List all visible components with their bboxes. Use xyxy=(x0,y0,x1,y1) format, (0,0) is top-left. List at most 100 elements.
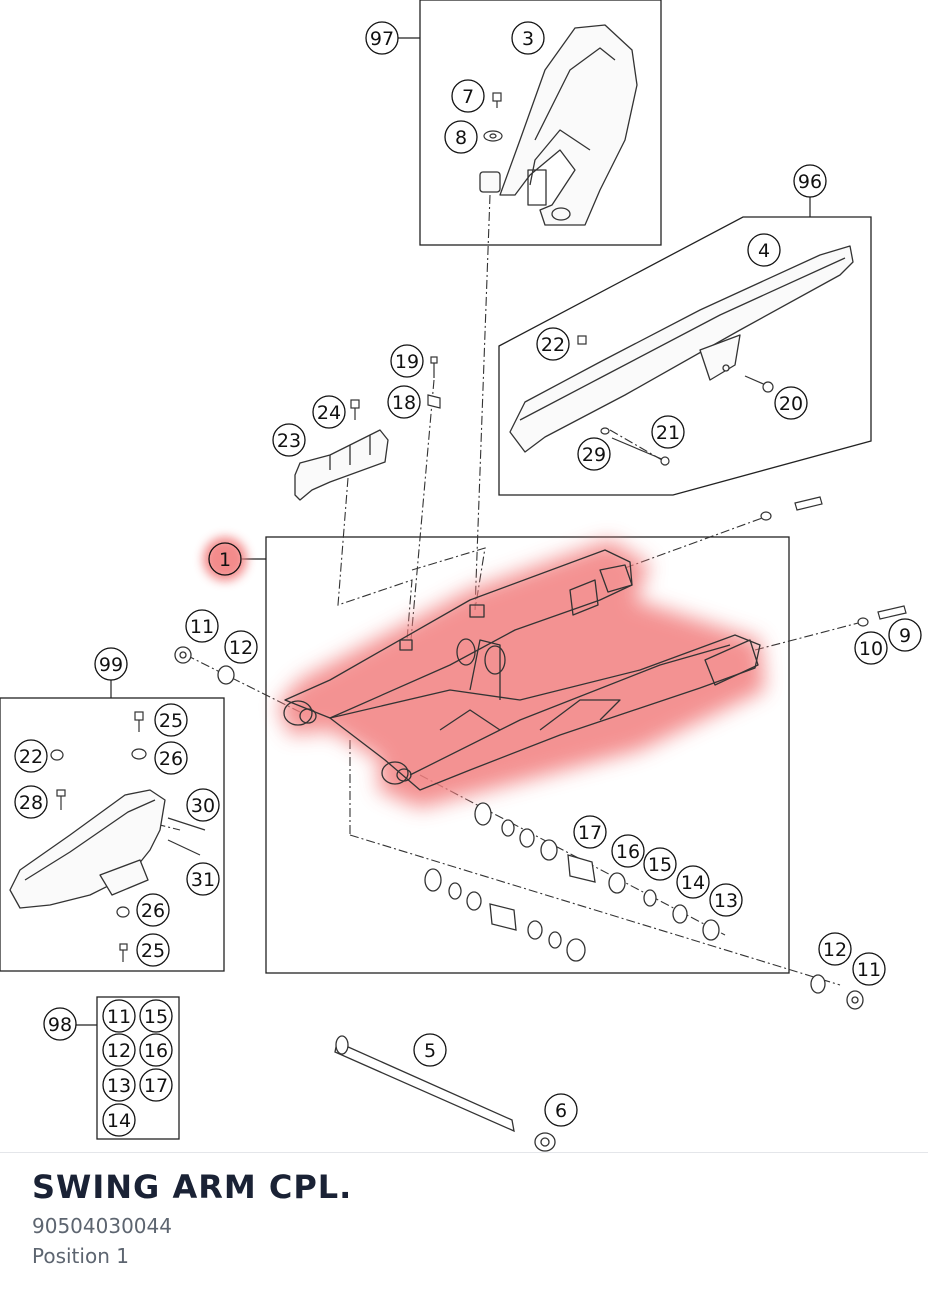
callout-label: 17 xyxy=(144,1075,168,1097)
callout-circle xyxy=(136,933,170,967)
callout-26[interactable]: 26 xyxy=(154,741,188,775)
callout-99[interactable]: 99 xyxy=(94,647,128,681)
callout-circle xyxy=(102,1103,136,1137)
callout-circle xyxy=(365,21,399,55)
callout-20[interactable]: 20 xyxy=(774,386,808,420)
callout-21[interactable]: 21 xyxy=(651,415,685,449)
callout-6[interactable]: 6 xyxy=(544,1093,578,1127)
callout-label: 12 xyxy=(823,939,847,961)
callout-circle xyxy=(94,647,128,681)
callout-97[interactable]: 97 xyxy=(365,21,399,55)
callout-circle xyxy=(185,609,219,643)
callout-15[interactable]: 15 xyxy=(643,847,677,881)
callout-17[interactable]: 17 xyxy=(139,1068,173,1102)
box-1 xyxy=(265,536,790,974)
callout-label: 1 xyxy=(219,549,231,571)
callout-11[interactable]: 11 xyxy=(102,999,136,1033)
callout-1[interactable]: 1 xyxy=(208,542,242,576)
callout-11[interactable]: 11 xyxy=(185,609,219,643)
callout-98[interactable]: 98 xyxy=(43,1007,77,1041)
callout-circle xyxy=(854,631,888,665)
callout-label: 31 xyxy=(191,869,215,891)
callout-22[interactable]: 22 xyxy=(536,327,570,361)
callout-circle xyxy=(14,739,48,773)
callout-96[interactable]: 96 xyxy=(793,164,827,198)
callout-31[interactable]: 31 xyxy=(186,862,220,896)
callout-26[interactable]: 26 xyxy=(136,893,170,927)
callout-label: 97 xyxy=(370,28,394,50)
callout-label: 22 xyxy=(541,334,565,356)
callout-19[interactable]: 19 xyxy=(390,344,424,378)
callout-7[interactable]: 7 xyxy=(451,79,485,113)
box-99 xyxy=(0,697,225,972)
callout-8[interactable]: 8 xyxy=(444,120,478,154)
callout-circle xyxy=(139,1068,173,1102)
callout-17[interactable]: 17 xyxy=(573,815,607,849)
callout-12[interactable]: 12 xyxy=(102,1033,136,1067)
callout-label: 6 xyxy=(555,1100,567,1122)
callout-circle xyxy=(451,79,485,113)
bearing-set-lower xyxy=(424,868,586,962)
callout-3[interactable]: 3 xyxy=(511,21,545,55)
callout-label: 25 xyxy=(141,940,165,962)
callout-circle xyxy=(774,386,808,420)
callout-label: 10 xyxy=(859,638,883,660)
callout-circle xyxy=(390,344,424,378)
callout-circle xyxy=(676,865,710,899)
callout-circle xyxy=(413,1033,447,1067)
callout-14[interactable]: 14 xyxy=(102,1103,136,1137)
callout-12[interactable]: 12 xyxy=(224,630,258,664)
callout-label: 26 xyxy=(159,748,183,770)
callout-10[interactable]: 10 xyxy=(854,631,888,665)
callout-circle xyxy=(208,542,242,576)
callout-label: 23 xyxy=(277,430,301,452)
callout-22[interactable]: 22 xyxy=(14,739,48,773)
callout-label: 3 xyxy=(522,28,534,50)
divider xyxy=(0,1152,928,1153)
parts-20-21-22-29 xyxy=(577,335,774,466)
part-99-chain-guide xyxy=(9,789,166,909)
callout-circle xyxy=(102,1068,136,1102)
bearing-set-upper xyxy=(474,802,720,941)
callout-25[interactable]: 25 xyxy=(154,703,188,737)
callout-24[interactable]: 24 xyxy=(312,395,346,429)
callout-16[interactable]: 16 xyxy=(611,834,645,868)
callout-label: 16 xyxy=(616,841,640,863)
callout-label: 4 xyxy=(758,240,770,262)
callout-circle xyxy=(102,1033,136,1067)
callout-25[interactable]: 25 xyxy=(136,933,170,967)
callout-13[interactable]: 13 xyxy=(709,883,743,917)
callout-label: 26 xyxy=(141,900,165,922)
callout-circle xyxy=(139,999,173,1033)
callout-15[interactable]: 15 xyxy=(139,999,173,1033)
callout-circle xyxy=(747,233,781,267)
callout-circle xyxy=(102,999,136,1033)
callout-12[interactable]: 12 xyxy=(818,932,852,966)
swing-arm-highlight xyxy=(278,540,765,808)
parts-11-12-right xyxy=(810,974,864,1010)
callout-label: 17 xyxy=(578,822,602,844)
callout-5[interactable]: 5 xyxy=(413,1033,447,1067)
callout-28[interactable]: 28 xyxy=(14,785,48,819)
part-position: Position 1 xyxy=(32,1244,129,1268)
callout-29[interactable]: 29 xyxy=(577,437,611,471)
callout-13[interactable]: 13 xyxy=(102,1068,136,1102)
callout-4[interactable]: 4 xyxy=(747,233,781,267)
callout-label: 11 xyxy=(107,1006,131,1028)
callout-14[interactable]: 14 xyxy=(676,865,710,899)
callout-30[interactable]: 30 xyxy=(186,788,220,822)
callout-9[interactable]: 9 xyxy=(888,618,922,652)
box-96 xyxy=(498,216,872,496)
callout-label: 5 xyxy=(424,1040,436,1062)
callout-label: 8 xyxy=(455,127,467,149)
callout-11[interactable]: 11 xyxy=(852,952,886,986)
callout-18[interactable]: 18 xyxy=(387,385,421,419)
callout-label: 9 xyxy=(899,625,911,647)
group-boxes xyxy=(0,0,872,1140)
callout-16[interactable]: 16 xyxy=(139,1033,173,1067)
callout-circle xyxy=(536,327,570,361)
parts-7-8-hardware xyxy=(483,92,503,142)
callout-label: 30 xyxy=(191,795,215,817)
callout-23[interactable]: 23 xyxy=(272,423,306,457)
